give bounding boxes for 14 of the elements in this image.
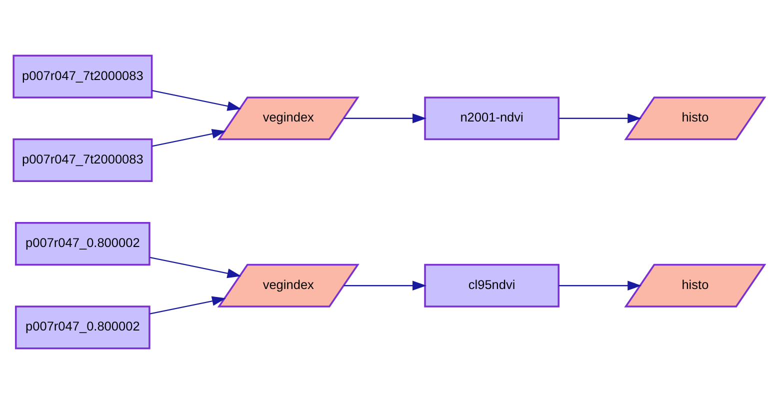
node-box: cl95ndvi bbox=[424, 263, 560, 307]
node-box: p007r047_0.800002 bbox=[15, 222, 150, 266]
arrow bbox=[150, 296, 226, 314]
arrow bbox=[558, 112, 642, 123]
arrow bbox=[344, 112, 426, 123]
arrow bbox=[152, 128, 226, 146]
node-box: p007r047_7t2000083 bbox=[12, 54, 153, 98]
arrow bbox=[152, 90, 242, 110]
arrow bbox=[558, 280, 642, 290]
arrow bbox=[344, 280, 426, 290]
node-box: n2001-ndvi bbox=[424, 96, 560, 140]
node-box: p007r047_0.800002 bbox=[15, 305, 150, 349]
node-box: p007r047_7t2000083 bbox=[12, 138, 153, 182]
arrow bbox=[150, 256, 242, 278]
